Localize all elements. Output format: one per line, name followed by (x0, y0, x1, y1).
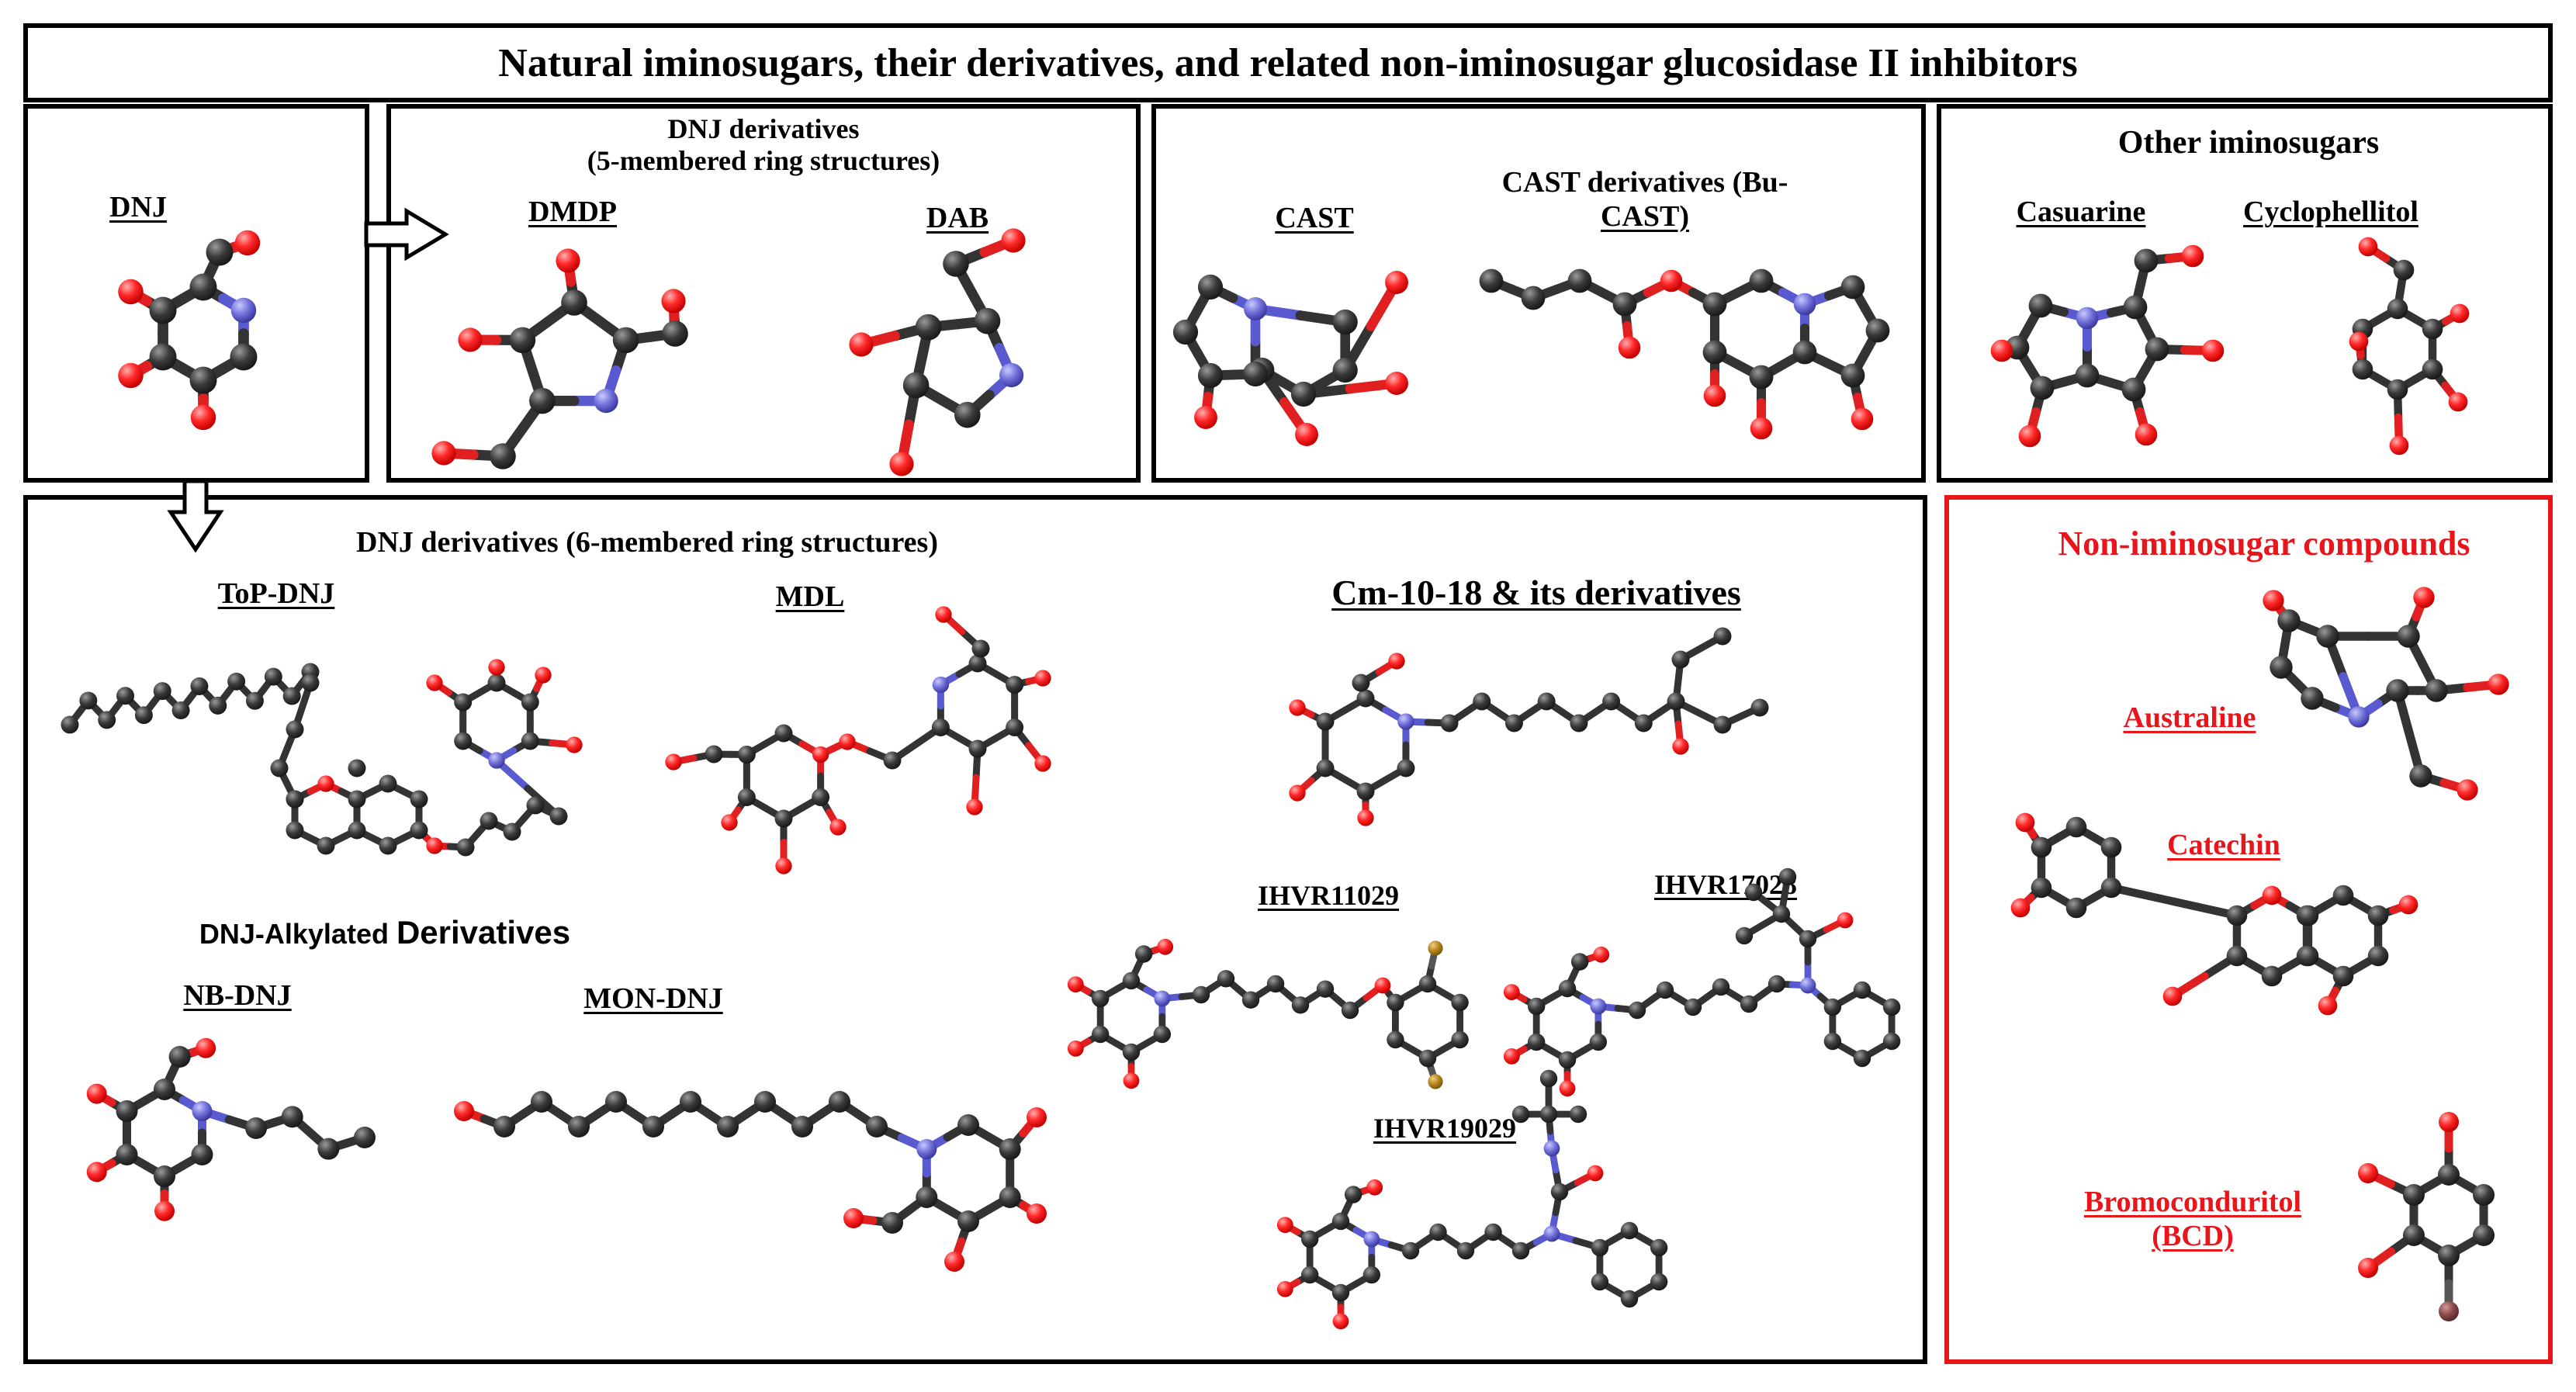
label-cast: CAST (1275, 202, 1354, 234)
label-nb-dnj: NB-DNJ (183, 979, 292, 1012)
label-top-dnj: ToP-DNJ (217, 577, 335, 610)
label-cast-derivatives-line1: CAST derivatives (Bu- (1501, 166, 1788, 199)
label-australine: Australine (2123, 701, 2256, 734)
label-dab: DAB (926, 202, 989, 234)
panel-dnj (23, 104, 369, 483)
header-non-iminosugar: Non-iminosugar compounds (2058, 525, 2470, 563)
panel-non-iminosugar (1944, 495, 2553, 1364)
label-mon-dnj: MON-DNJ (583, 982, 723, 1015)
page-title: Natural iminosugars, their derivatives, … (498, 40, 2078, 85)
label-ihvr19029: IHVR19029 (1373, 1113, 1517, 1144)
label-catechin: Catechin (2167, 829, 2280, 861)
label-cast-derivatives: CAST derivatives (Bu- CAST) (1502, 166, 1788, 234)
title-box: Natural iminosugars, their derivatives, … (23, 23, 2553, 102)
header-other-iminosugars: Other iminosugars (2117, 125, 2380, 161)
header-dnj-6: DNJ derivatives (6-membered ring structu… (356, 526, 938, 559)
label-mdl: MDL (775, 580, 845, 613)
header-dnj-alkylated-b: Derivatives (396, 914, 571, 951)
label-dmdp: DMDP (528, 196, 617, 228)
label-bcd: Bromoconduritol (BCD) (2084, 1186, 2301, 1253)
label-dnj: DNJ (109, 191, 167, 223)
header-dnj-5-line1: DNJ derivatives (667, 113, 860, 144)
label-casuarine: Casuarine (2016, 196, 2146, 228)
label-ihvr17028: IHVR17028 (1653, 869, 1798, 900)
header-dnj-alkylated: DNJ-Alkylated Derivatives (199, 914, 570, 951)
label-bcd-line2: (BCD) (2152, 1219, 2234, 1252)
panel-cast (1151, 104, 1926, 483)
header-dnj-5-line2: (5-membered ring structures) (587, 145, 940, 177)
label-cast-derivatives-line2: CAST) (1600, 199, 1690, 233)
label-ihvr11029: IHVR11029 (1257, 880, 1400, 911)
header-dnj-5: DNJ derivatives (5-membered ring structu… (587, 113, 940, 178)
panel-dnj-5-membered (386, 104, 1141, 483)
header-dnj-alkylated-a: DNJ-Alkylated (199, 918, 396, 950)
label-bcd-line1: Bromoconduritol (2083, 1186, 2302, 1218)
label-cm-10-18: Cm-10-18 & its derivatives (1331, 573, 1741, 612)
label-cyclophellitol: Cyclophellitol (2243, 196, 2418, 228)
